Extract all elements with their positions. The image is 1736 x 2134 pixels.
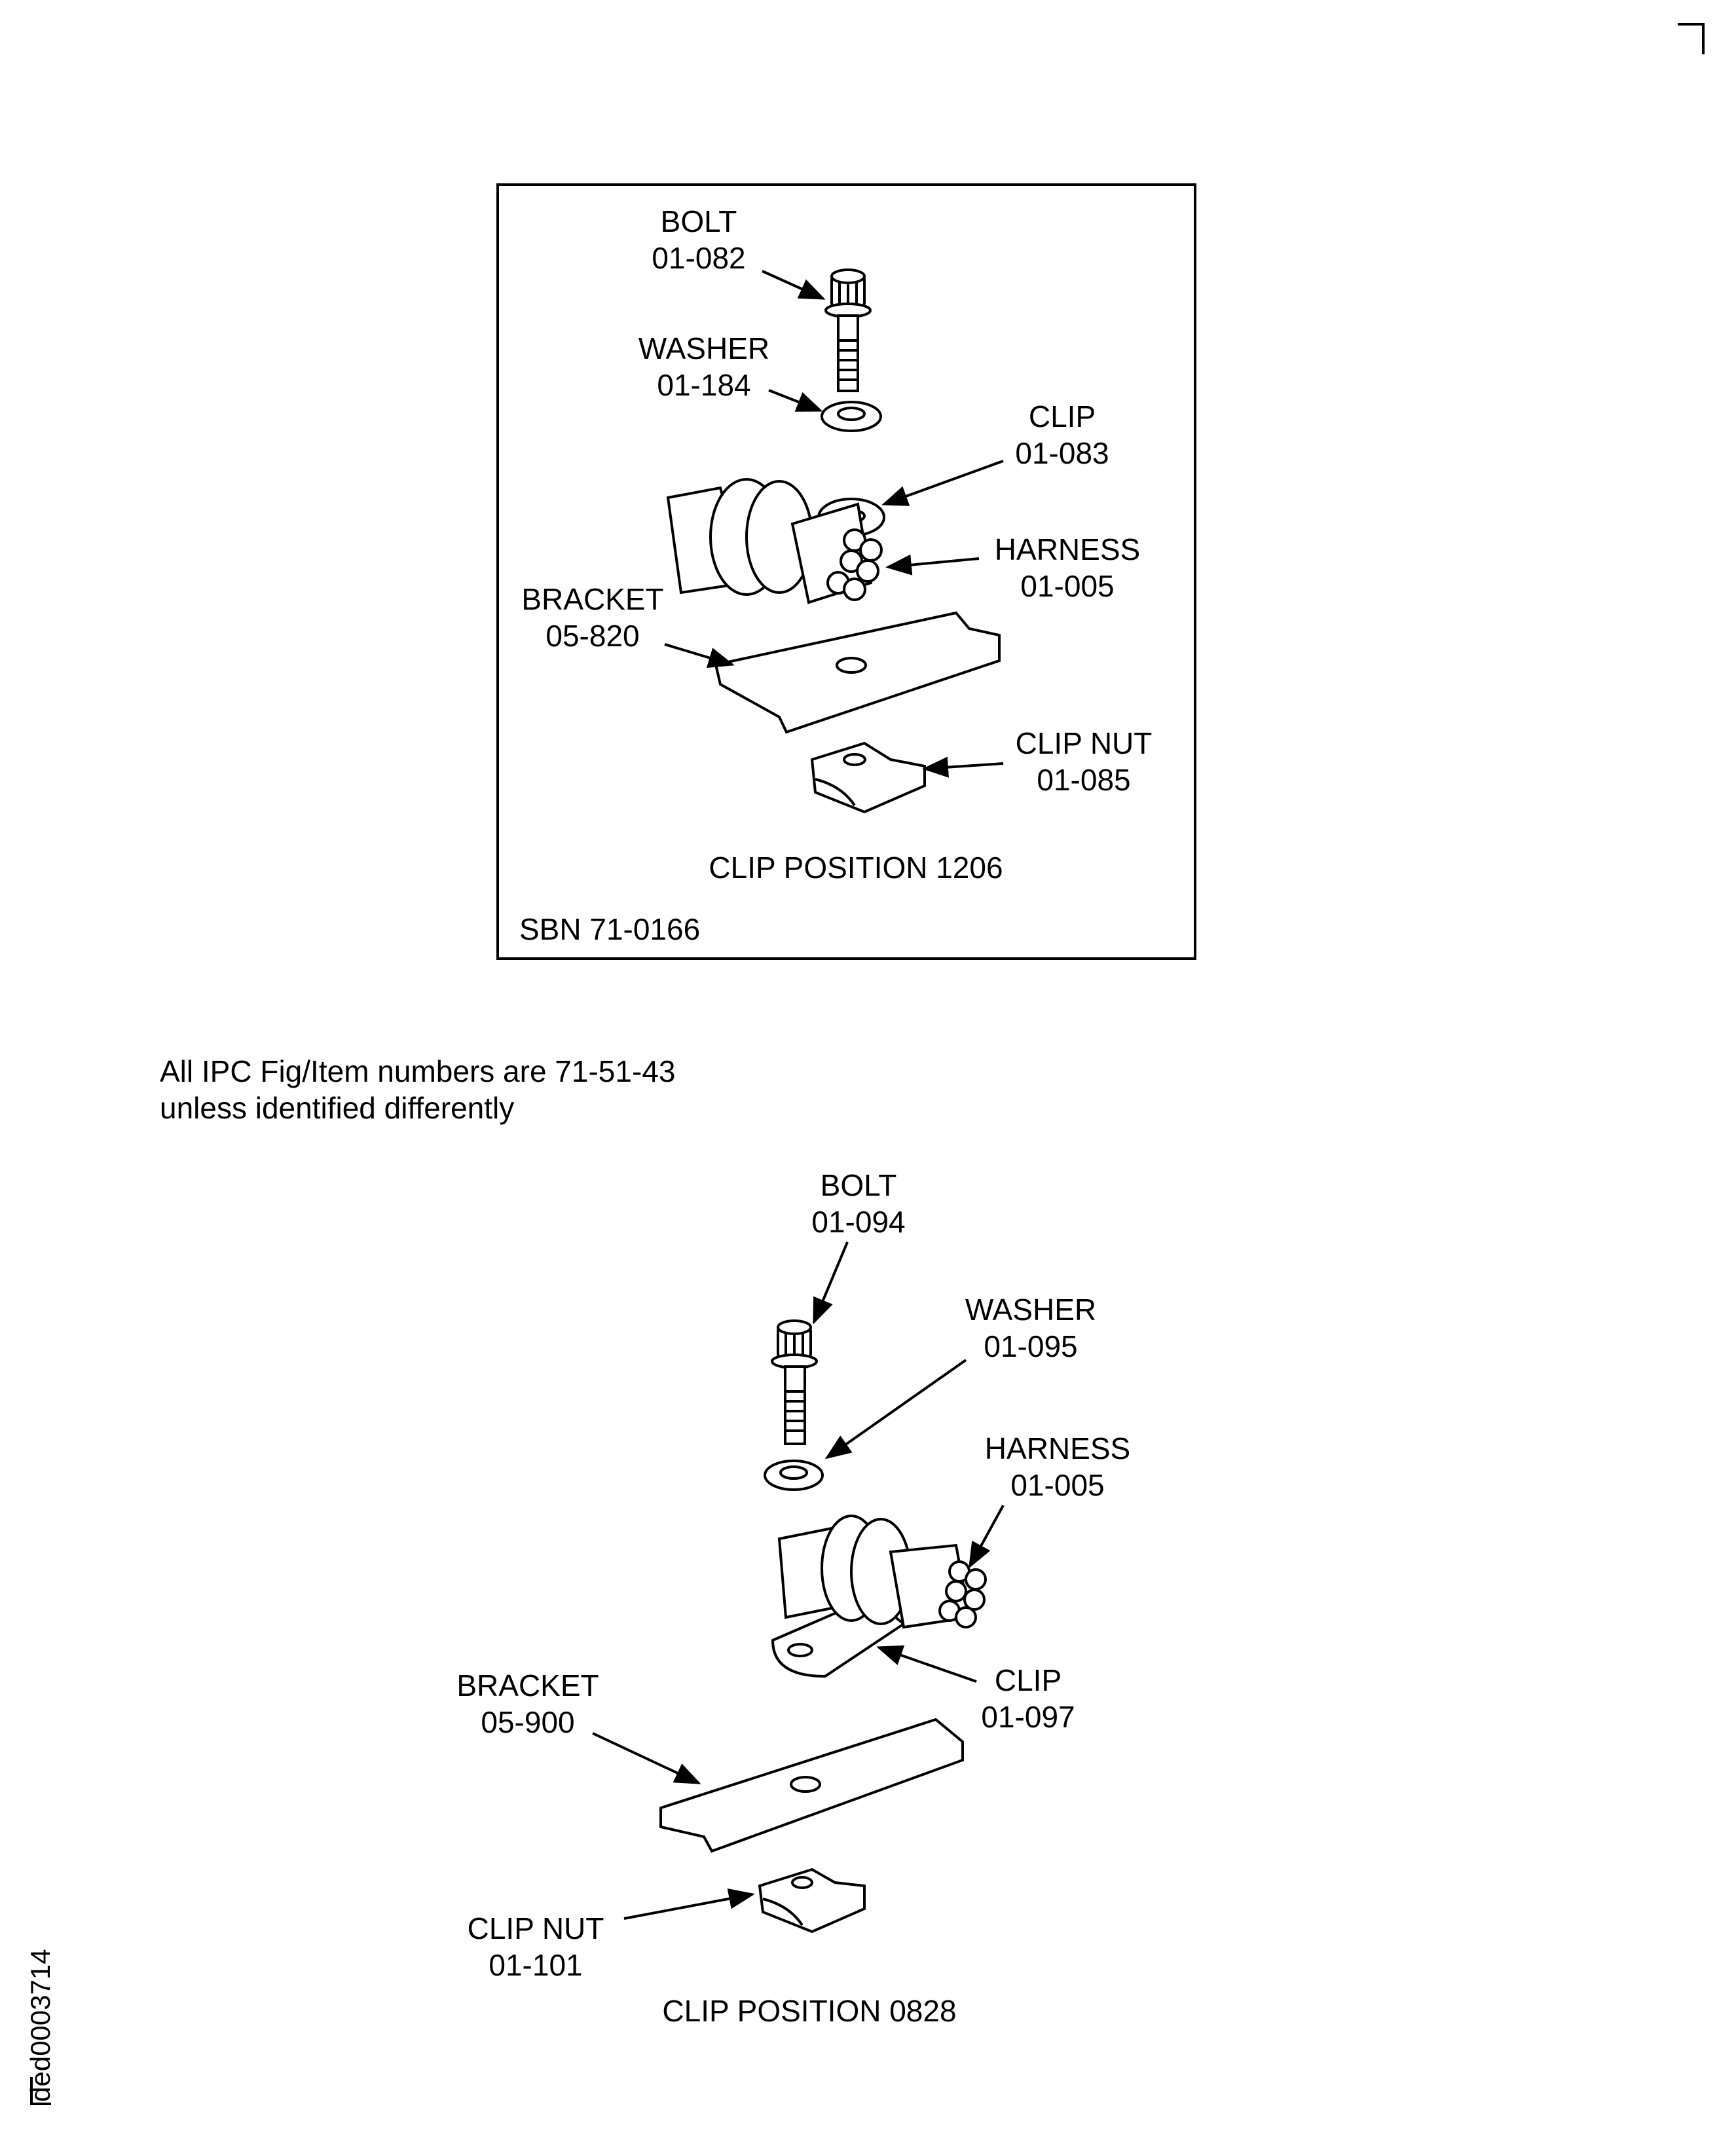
note-line-1: All IPC Fig/Item numbers are 71-51-43 xyxy=(160,1054,676,1088)
part-name: HARNESS xyxy=(994,532,1141,566)
bottom-washer-icon xyxy=(764,1460,824,1491)
bottom-figure-caption: CLIP POSITION 0828 xyxy=(662,1994,957,2028)
part-number: 01-094 xyxy=(811,1205,906,1239)
bottom-bolt-icon xyxy=(771,1319,818,1445)
bottom-clip-nut-leader xyxy=(623,1888,755,1920)
part-number: 01-082 xyxy=(652,241,746,275)
top-clip-nut-leader xyxy=(922,756,1004,778)
top-figure-frame xyxy=(496,183,1196,960)
part-name: CLIP xyxy=(994,1663,1062,1697)
part-name: HARNESS xyxy=(984,1431,1131,1465)
top-figure-caption: CLIP POSITION 1206 xyxy=(709,851,1003,885)
part-name: CLIP NUT xyxy=(467,1911,604,1945)
part-number: 05-900 xyxy=(481,1705,575,1739)
top-bolt-label: BOLT 01-082 xyxy=(652,203,745,276)
part-number: 01-083 xyxy=(1015,436,1109,470)
bottom-clip-nut-icon xyxy=(758,1867,866,1934)
bottom-washer-leader xyxy=(824,1359,967,1460)
top-bracket-label: BRACKET 05-820 xyxy=(521,581,663,654)
part-number: 01-101 xyxy=(489,1948,583,1982)
top-bolt-leader xyxy=(762,270,826,300)
bottom-bracket-label: BRACKET 05-900 xyxy=(456,1667,599,1740)
bottom-bracket-icon xyxy=(659,1718,964,1853)
top-bolt-icon xyxy=(824,268,872,392)
part-number: 01-005 xyxy=(1010,1468,1105,1502)
top-clip-leader xyxy=(881,460,1004,506)
part-number: 01-184 xyxy=(657,368,751,402)
part-name: BOLT xyxy=(660,204,737,238)
corner-crop-mark xyxy=(1678,23,1705,54)
top-washer-leader xyxy=(768,389,823,412)
bottom-harness-leader xyxy=(969,1505,1005,1569)
bottom-clip-nut-label: CLIP NUT 01-101 xyxy=(468,1910,604,1983)
part-name: BRACKET xyxy=(456,1668,599,1702)
top-clip-label: CLIP 01-083 xyxy=(1015,398,1109,471)
part-number: 01-005 xyxy=(1020,569,1115,603)
part-name: BOLT xyxy=(820,1168,897,1202)
note-line-2: unless identified differently xyxy=(160,1091,515,1125)
top-clip-harness-icon xyxy=(666,478,886,604)
top-harness-label: HARNESS 01-005 xyxy=(995,531,1140,604)
part-name: WASHER xyxy=(638,331,770,365)
bottom-bolt-label: BOLT 01-094 xyxy=(811,1167,905,1240)
top-washer-icon xyxy=(821,401,882,432)
bottom-bolt-leader xyxy=(813,1242,849,1325)
drawing-id: ded0003714 xyxy=(25,1949,56,2102)
bottom-harness-label: HARNESS 01-005 xyxy=(985,1430,1130,1503)
top-bracket-leader xyxy=(664,643,735,668)
bottom-washer-label: WASHER 01-095 xyxy=(965,1291,1096,1365)
top-harness-leader xyxy=(885,554,980,576)
top-clip-nut-icon xyxy=(810,741,926,814)
sbn-reference: SBN 71-0166 xyxy=(519,912,701,946)
bottom-clip-harness-icon xyxy=(771,1515,987,1678)
part-number: 01-085 xyxy=(1037,763,1131,797)
bottom-clip-leader xyxy=(876,1645,977,1683)
bottom-bracket-leader xyxy=(592,1732,701,1784)
part-name: CLIP NUT xyxy=(1015,726,1153,760)
top-bracket-icon xyxy=(714,611,1001,734)
part-number: 01-095 xyxy=(984,1329,1078,1363)
part-name: WASHER xyxy=(965,1293,1097,1327)
top-clip-nut-label: CLIP NUT 01-085 xyxy=(1016,725,1153,798)
part-number: 05-820 xyxy=(545,619,640,653)
top-washer-label: WASHER 01-184 xyxy=(638,330,769,403)
bottom-clip-label: CLIP 01-097 xyxy=(981,1662,1075,1735)
ipc-note: All IPC Fig/Item numbers are 71-51-43 un… xyxy=(160,1053,675,1126)
part-name: BRACKET xyxy=(521,582,664,616)
part-name: CLIP xyxy=(1028,399,1096,433)
part-number: 01-097 xyxy=(981,1700,1075,1734)
id-crop-mark xyxy=(30,2077,51,2105)
